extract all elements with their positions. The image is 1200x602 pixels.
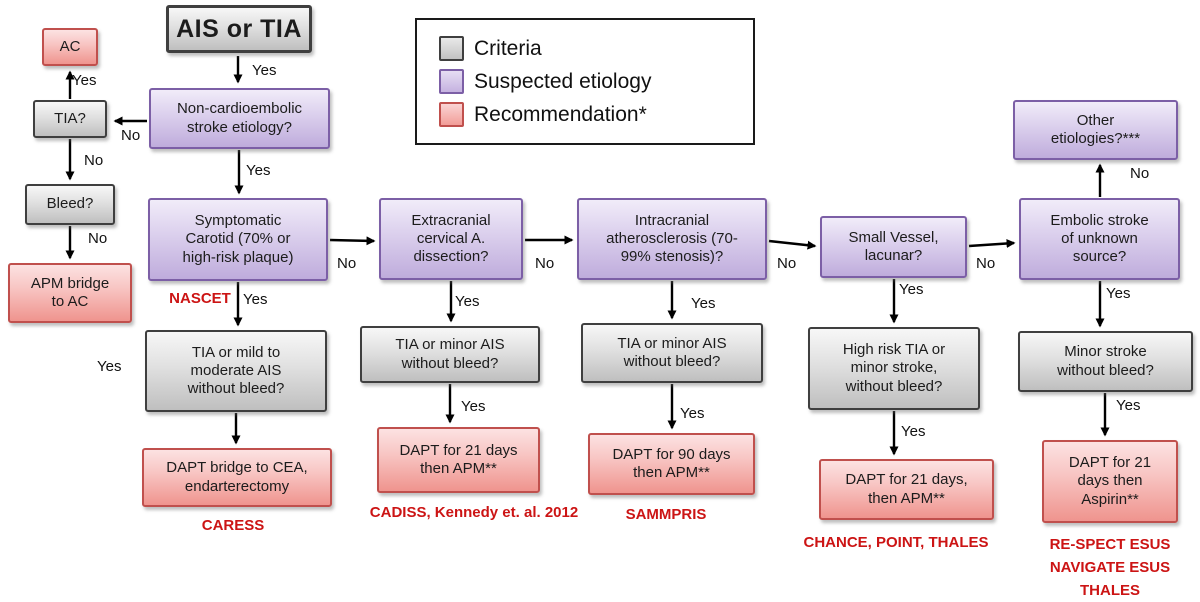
edge-label-yes-smallvessel: Yes	[899, 281, 924, 298]
node-high-risk-tia: High risk TIA or minor stroke, without b…	[808, 327, 980, 410]
legend-item-etiology: Suspected etiology	[439, 69, 753, 94]
trial-label-caress: CARESS	[201, 517, 265, 534]
edge-label-yes-extracranial: Yes	[455, 293, 480, 310]
edge-label-no-intracranial: No	[777, 255, 797, 272]
edge-label-no-noncardio: No	[121, 127, 141, 144]
arrow-intracranial-to-smallvessel	[768, 239, 817, 250]
node-embolic-stroke: Embolic stroke of unknown source?	[1019, 198, 1180, 280]
node-ais-or-tia: AIS or TIA	[166, 5, 312, 53]
edge-label-yes-ais: Yes	[252, 62, 277, 79]
node-tia-mild-moderate: TIA or mild to moderate AIS without blee…	[145, 330, 327, 412]
node-dapt-bridge-cea: DAPT bridge to CEA, endarterectomy	[142, 448, 332, 507]
edge-label-no-bleed-apm: No	[88, 230, 108, 247]
node-tia-minor-ais-2: TIA or minor AIS without bleed?	[360, 326, 540, 383]
edge-label-yes-noncardio: Yes	[246, 162, 271, 179]
trial-label-navigate-esus: NAVIGATE ESUS	[1049, 559, 1171, 576]
edge-label-yes-floating: Yes	[97, 358, 122, 375]
node-dapt-21-apm: DAPT for 21 days then APM**	[377, 427, 540, 493]
node-ac: AC	[42, 28, 98, 66]
legend-item-label: Recommendation*	[474, 102, 647, 126]
edge-label-no-smallvessel: No	[976, 255, 996, 272]
node-noncardioembolic: Non-cardioembolic stroke etiology?	[149, 88, 330, 149]
edge-label-yes-highrisk: Yes	[901, 423, 926, 440]
edge-label-no-extracranial: No	[535, 255, 555, 272]
node-tia-question: TIA?	[33, 100, 107, 138]
node-intracranial-atherosclerosis: Intracranial atherosclerosis (70-99% ste…	[577, 198, 767, 280]
node-bleed-question: Bleed?	[25, 184, 115, 225]
edge-label-yes-embolic: Yes	[1106, 285, 1131, 302]
arrow-carotid-to-extracranial	[329, 236, 376, 246]
recommendation-swatch-icon	[439, 102, 464, 127]
edge-label-yes-tiaminor3: Yes	[680, 405, 705, 422]
node-symptomatic-carotid: Symptomatic Carotid (70% or high-risk pl…	[148, 198, 328, 281]
legend: Criteria Suspected etiology Recommendati…	[415, 18, 755, 145]
edge-label-yes-minorstroke: Yes	[1116, 397, 1141, 414]
trial-label-nascet: NASCET	[169, 290, 231, 307]
trial-label-chance-point-thales: CHANCE, POINT, THALES	[803, 534, 989, 551]
edge-label-yes-carotid: Yes	[243, 291, 268, 308]
arrow-smallvessel-to-embolic	[968, 239, 1016, 248]
trial-label-thales: THALES	[1080, 582, 1140, 599]
edge-label-yes-tia-ac: Yes	[72, 72, 97, 89]
trial-label-respect-esus: RE-SPECT ESUS	[1049, 536, 1171, 553]
edge-label-yes-intracranial: Yes	[691, 295, 716, 312]
node-dapt-21-apm-2: DAPT for 21 days, then APM**	[819, 459, 994, 520]
node-tia-minor-ais-3: TIA or minor AIS without bleed?	[581, 323, 763, 383]
node-extracranial-dissection: Extracranial cervical A. dissection?	[379, 198, 523, 280]
node-apm-bridge-to-ac: APM bridge to AC	[8, 263, 132, 323]
legend-item-criteria: Criteria	[439, 36, 753, 61]
node-minor-stroke: Minor stroke without bleed?	[1018, 331, 1193, 392]
criteria-swatch-icon	[439, 36, 464, 61]
etiology-swatch-icon	[439, 69, 464, 94]
legend-item-label: Criteria	[474, 36, 542, 60]
node-dapt-21-aspirin: DAPT for 21 days then Aspirin**	[1042, 440, 1178, 523]
edge-label-no-carotid: No	[337, 255, 357, 272]
legend-item-label: Suspected etiology	[474, 69, 652, 93]
trial-label-cadiss: CADISS, Kennedy et. al. 2012	[369, 504, 579, 521]
node-other-etiologies: Other etiologies?***	[1013, 100, 1178, 160]
edge-label-no-embolic: No	[1130, 165, 1150, 182]
trial-label-sammpris: SAMMPRIS	[625, 506, 707, 523]
edge-label-no-tia-bleed: No	[84, 152, 104, 169]
legend-item-recommendation: Recommendation*	[439, 102, 753, 127]
node-dapt-90-apm: DAPT for 90 days then APM**	[588, 433, 755, 495]
node-small-vessel: Small Vessel, lacunar?	[820, 216, 967, 278]
edge-label-yes-tiaminor2: Yes	[461, 398, 486, 415]
